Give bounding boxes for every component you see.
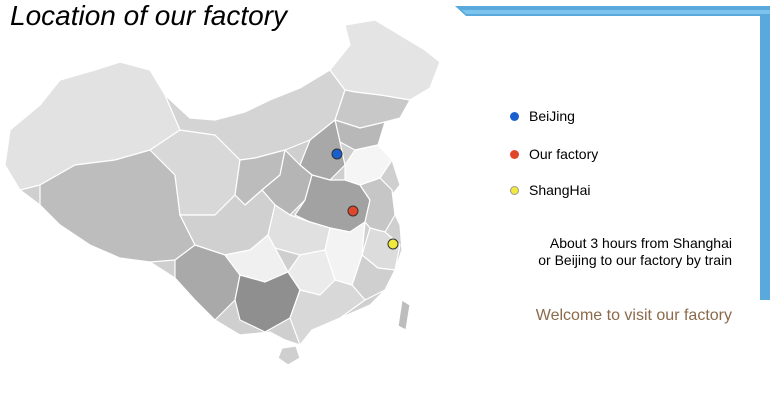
- legend-item-factory: Our factory: [510, 146, 598, 162]
- page-title: Location of our factory: [10, 0, 288, 31]
- travel-note: About 3 hours from Shanghai or Beijing t…: [538, 235, 732, 269]
- yellow-dot-icon: [510, 185, 519, 195]
- region-taiwan: [397, 299, 411, 331]
- travel-note-line-2: or Beijing to our factory by train: [538, 252, 732, 268]
- legend-item-shanghai: ShangHai: [510, 182, 591, 198]
- marker-shanghai: [387, 238, 399, 250]
- marker-beijing: [331, 148, 343, 160]
- marker-factory: [347, 205, 359, 217]
- legend-item-beijing: BeiJing: [510, 108, 575, 124]
- travel-note-line-1: About 3 hours from Shanghai: [549, 235, 732, 251]
- red-dot-icon: [510, 149, 519, 159]
- region-guangdong: [289, 279, 366, 346]
- legend-label: BeiJing: [529, 108, 575, 124]
- china-map: [4, 19, 440, 366]
- blue-dot-icon: [510, 111, 519, 121]
- region-heilongjiang: [329, 19, 440, 101]
- welcome-text: Welcome to visit our factory: [535, 307, 732, 324]
- region-hainan: [277, 345, 301, 366]
- legend-label: ShangHai: [529, 182, 591, 198]
- legend-label: Our factory: [529, 146, 599, 162]
